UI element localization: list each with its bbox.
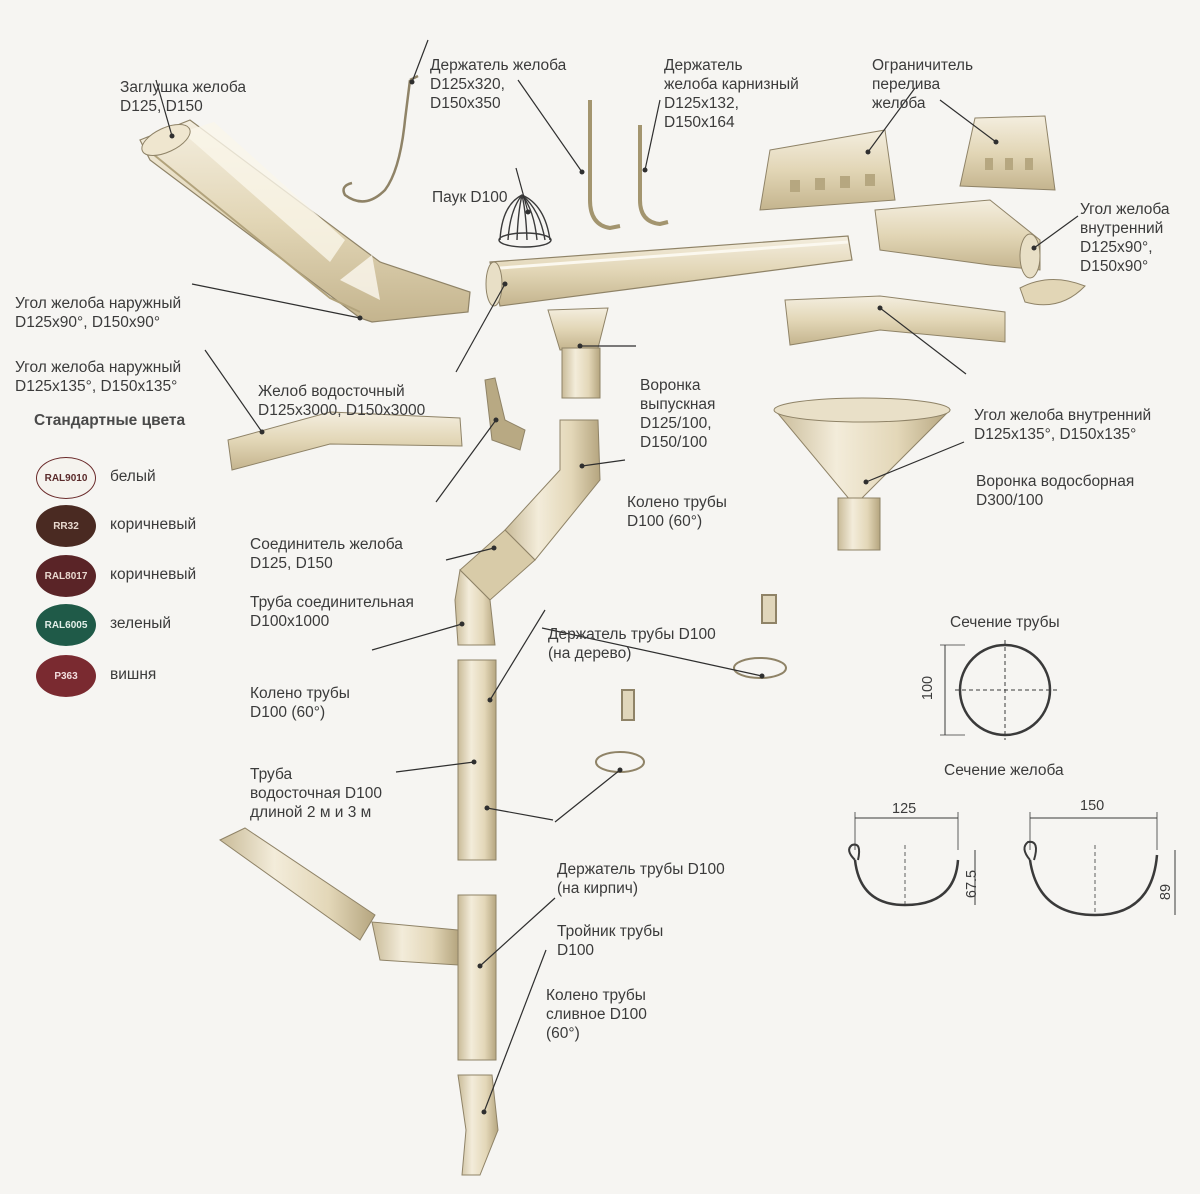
color-name-ral6005: зеленый <box>110 615 172 632</box>
gutter-125-height-label: 67.5 <box>964 869 981 899</box>
pipe-clamps <box>595 594 787 773</box>
color-name-p363: вишня <box>110 666 157 683</box>
color-swatch-rr32: RR32 <box>36 505 96 547</box>
gutter-125-width-label: 125 <box>892 801 917 817</box>
color-swatch-ral8017: RAL8017 <box>36 555 96 597</box>
main-gutter <box>485 235 853 307</box>
standard-colors-title: Стандартные цвета <box>34 412 186 429</box>
leader-lines <box>155 39 1079 1113</box>
label-pipe-holder-wood: Держатель трубы D100(на дерево) <box>548 626 716 662</box>
overflow-limiters <box>759 115 1056 211</box>
color-swatch-p363: P363 <box>36 655 96 697</box>
gutter-150-width-label: 150 <box>1080 798 1105 814</box>
label-spider: Паук D100 <box>432 189 508 206</box>
gutter-150-height-label: 89 <box>1158 883 1175 901</box>
pipe-cross-section <box>940 640 1060 740</box>
gutter-cross-sections <box>848 812 1176 917</box>
external-corner-135 <box>227 411 463 471</box>
gutter-section-title: Сечение желоба <box>944 762 1064 779</box>
pipe-diameter-label: 100 <box>920 675 937 701</box>
outlet-funnel <box>547 307 609 399</box>
leader-dots <box>169 79 1037 1115</box>
gutter-hook-holder <box>342 74 419 203</box>
internal-corner-135 <box>784 295 1006 346</box>
color-swatch-ral6005: RAL6005 <box>36 604 96 646</box>
pipe-section-title: Сечение трубы <box>950 614 1060 631</box>
gutter-connector <box>484 377 526 451</box>
color-swatch-ral9010: RAL9010 <box>36 457 96 499</box>
gutter-with-end-cap <box>139 119 471 323</box>
collector-funnel <box>773 397 951 551</box>
label-pipe-holder-brick: Держатель трубы D100(на кирпич) <box>557 861 725 897</box>
color-name-rr32: коричневый <box>110 516 197 533</box>
spider-strainer <box>498 194 552 248</box>
color-name-ral8017: коричневый <box>110 566 197 583</box>
gutter-holders-straight <box>588 100 669 231</box>
downpipe-assembly <box>219 419 601 1176</box>
color-name-ral9010: белый <box>110 468 156 485</box>
internal-corner-90 <box>874 199 1086 306</box>
